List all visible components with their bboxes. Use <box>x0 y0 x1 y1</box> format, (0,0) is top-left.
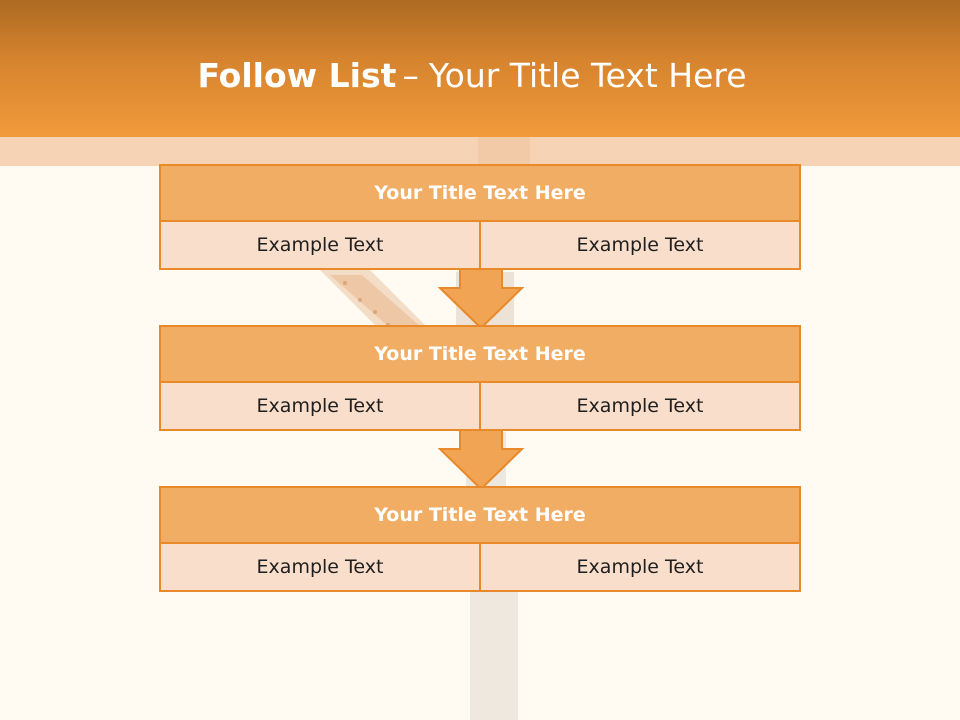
block-cell-right: Example Text <box>479 383 799 429</box>
block-cell-left: Example Text <box>256 395 384 417</box>
block-cell-right: Example Text <box>479 222 799 268</box>
slide-title-bold: Follow List <box>197 56 397 95</box>
down-arrow-icon <box>438 268 524 330</box>
block-cell-right: Example Text <box>479 544 799 590</box>
block-cell-left: Example Text <box>256 556 384 578</box>
header-strip <box>0 137 960 166</box>
list-block-2: Your Title Text Here Example Text Exampl… <box>159 325 801 431</box>
list-block-1: Your Title Text Here Example Text Exampl… <box>159 164 801 270</box>
down-arrow-icon <box>438 429 524 491</box>
header-banner <box>0 0 960 137</box>
block-title: Your Title Text Here <box>161 327 799 383</box>
block-title: Your Title Text Here <box>161 488 799 544</box>
slide-title-rest: Your Title Text Here <box>428 56 747 95</box>
block-cell-left: Example Text <box>256 234 384 256</box>
slide-title: Follow List–Your Title Text Here <box>0 52 944 100</box>
list-block-3: Your Title Text Here Example Text Exampl… <box>159 486 801 592</box>
slide-title-dash: – <box>402 56 419 95</box>
block-title: Your Title Text Here <box>161 166 799 222</box>
